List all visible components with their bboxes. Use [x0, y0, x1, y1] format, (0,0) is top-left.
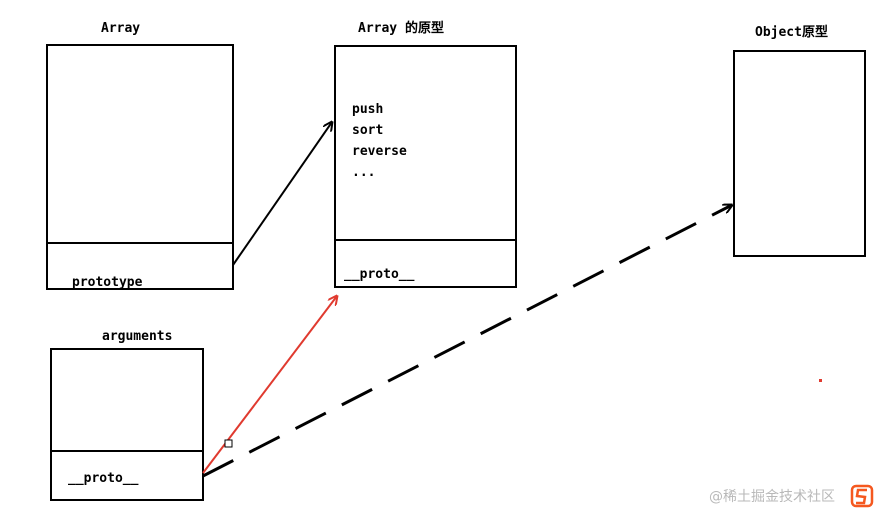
array-prototype-slot: prototype [72, 275, 143, 290]
array-outline [46, 44, 234, 290]
arrow-arguments-to-array-proto [202, 296, 337, 474]
arrow-prototype-to-array-proto [232, 122, 332, 266]
array-proto-title: Array 的原型 [358, 20, 444, 36]
array-title: Array [101, 21, 140, 36]
object-proto-title: Object原型 [755, 24, 828, 40]
arguments-outline [50, 348, 204, 501]
method-ellipsis: ... [352, 165, 375, 180]
object-proto-outline [733, 50, 866, 257]
watermark-text: @稀土掘金技术社区 [709, 489, 835, 505]
object-proto-box: Object原型 [733, 24, 866, 257]
method-sort: sort [352, 123, 383, 138]
arguments-box: arguments __proto__ [50, 329, 204, 501]
arguments-title: arguments [102, 329, 172, 344]
selection-handle-icon[interactable] [224, 439, 233, 448]
red-dot-mark [819, 379, 822, 382]
array-box: Array prototype [46, 21, 234, 290]
arrow-arguments-to-object-proto [202, 205, 732, 478]
method-reverse: reverse [352, 144, 407, 159]
array-proto-proto-slot: __proto__ [344, 267, 415, 282]
array-proto-box: Array 的原型 push sort reverse ... __proto_… [334, 20, 517, 288]
juejin-logo-icon [850, 484, 874, 508]
array-proto-outline [334, 45, 517, 288]
method-push: push [352, 102, 383, 117]
arguments-proto-slot: __proto__ [68, 471, 139, 486]
